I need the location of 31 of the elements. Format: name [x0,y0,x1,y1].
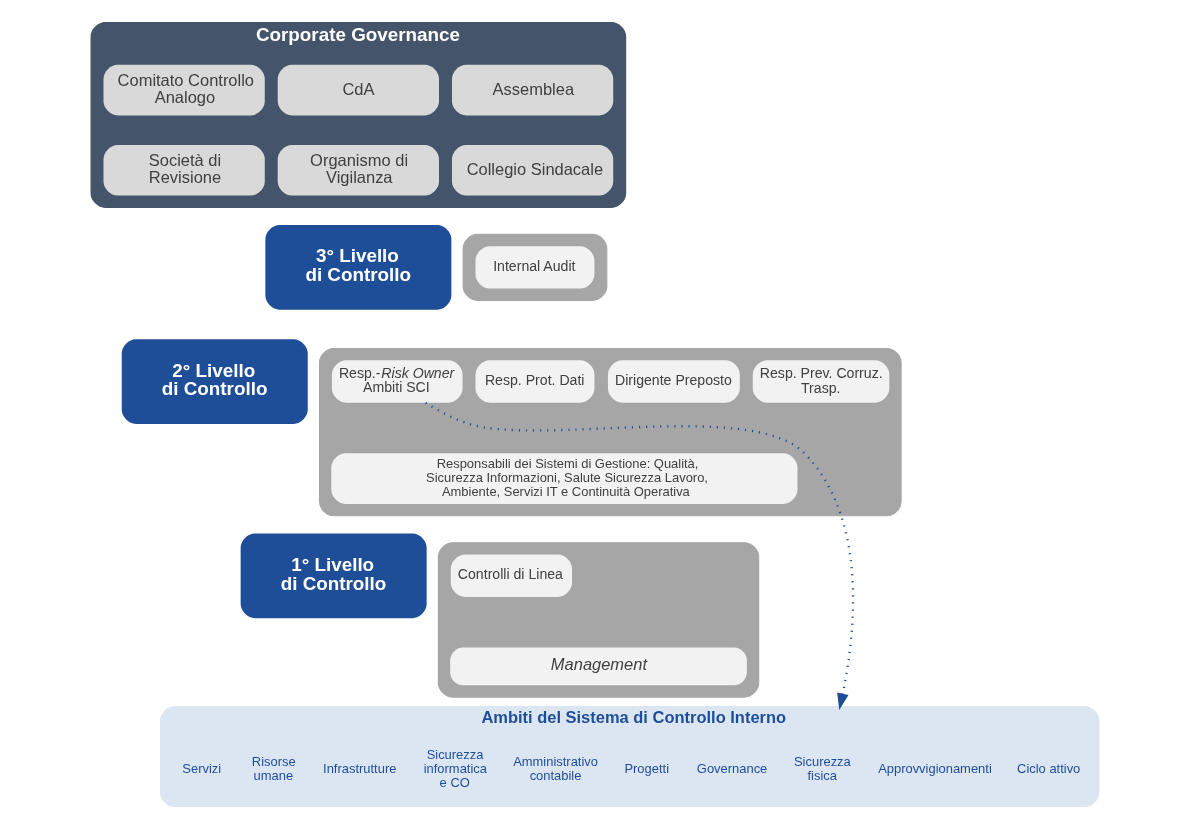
cluster [462,233,608,301]
node-box: Resp. Prot. Dati [475,360,595,403]
arrow [424,401,855,710]
node-box: CdA [277,64,439,116]
node-text: Progetti [624,761,670,777]
node-text: Risorse umane [251,754,296,784]
node-text: Infrastrutture [323,761,397,777]
node-text: Approvvigionamenti [878,761,992,777]
cluster [318,348,902,517]
node-box: Resp. Prev. Corruz. Trasp. [752,360,890,403]
node-box: Management [450,647,747,686]
node-box: 1° Livello di Controllo [240,533,427,619]
node-text: Sicurezza informatica e CO [423,747,487,791]
node-box: Controlli di Linea [450,554,573,597]
node-box: 3° Livello di Controllo [265,224,452,310]
node-box: 2° Livello di Controllo [121,339,308,424]
node-text: Amministrativo contabile [513,754,599,784]
node-box: Responsabili dei Sistemi di Gestione: Qualità, Sicurezza Informazioni, Salute Sicurezza Lavoro, Ambiente, Servizi IT e Continuità Operativa [331,453,798,504]
node-box: Organismo di Vigilanza [277,144,439,196]
node-text: Governance [696,761,768,777]
node-text: Servizi [182,761,222,777]
cluster [437,542,760,698]
node-box: Assemblea [451,64,614,116]
node-text: Sicurezza fisica [793,754,851,784]
node-box: Comitato Controllo Analogo [103,64,265,116]
node-text: Ciclo attivo [1017,761,1081,777]
node-box: Dirigente Preposto [607,360,740,403]
node-box: Internal Audit [475,246,595,289]
node-box: Collegio Sindacale [451,144,614,196]
node-box: Resp.-Risk Owner Ambiti SCI [331,360,463,403]
node-box: Società di Revisione [103,144,265,196]
